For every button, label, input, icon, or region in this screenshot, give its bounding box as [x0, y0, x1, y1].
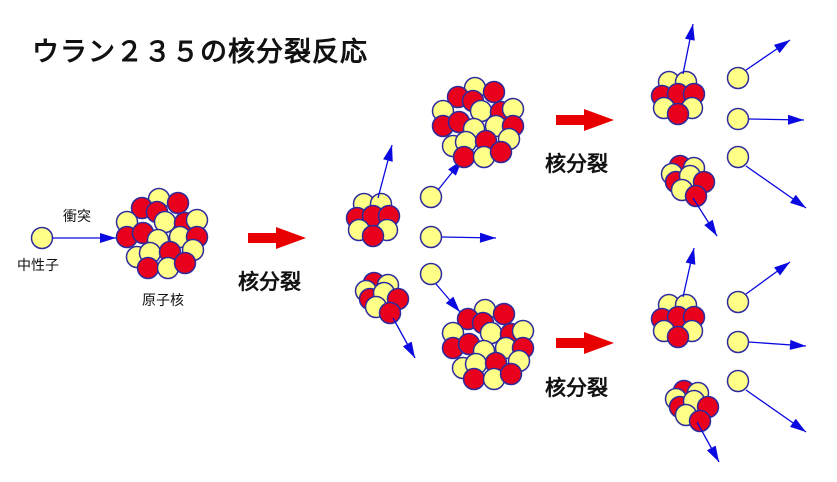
arrow-head-icon	[787, 114, 804, 125]
proton	[666, 102, 690, 126]
reaction-arrow-icon	[556, 332, 614, 354]
proton	[482, 80, 506, 104]
arrow-head-icon	[706, 445, 719, 462]
arrow-head-icon	[685, 248, 696, 265]
neutron	[726, 330, 750, 354]
proton	[452, 145, 476, 169]
neutron	[30, 226, 54, 250]
arrow-head-icon	[790, 418, 806, 432]
reaction-arrow-icon	[556, 109, 614, 131]
neutron-label: 中性子	[17, 258, 59, 274]
arrow-head-icon	[704, 219, 717, 236]
arrow-head-icon	[479, 232, 496, 243]
fission-label-2: 核分裂	[545, 152, 608, 176]
arrow-head-icon	[774, 262, 790, 276]
arrow-head-icon	[789, 339, 806, 350]
proton	[136, 256, 160, 280]
arrow-head-icon	[402, 341, 415, 358]
arrow-head-icon	[790, 194, 806, 208]
proton	[361, 224, 385, 248]
neutron	[726, 66, 750, 90]
proton	[492, 302, 516, 326]
neutron	[726, 107, 750, 131]
proton	[378, 301, 402, 325]
proton	[489, 140, 513, 164]
arrow-head-icon	[445, 296, 460, 312]
proton	[688, 409, 712, 433]
neutron	[726, 145, 750, 169]
arrow-head-icon	[684, 24, 695, 41]
proton	[666, 325, 690, 349]
diagram-title: ウラン２３５の核分裂反応	[32, 37, 368, 68]
arrow-head-icon	[383, 145, 393, 162]
reaction-arrow-icon	[248, 227, 306, 249]
collision-label: 衝突	[63, 209, 91, 225]
arrow-head-icon	[773, 40, 790, 54]
neutron	[419, 225, 443, 249]
fission-label-1: 核分裂	[238, 270, 301, 294]
neutron	[419, 262, 443, 286]
neutron	[726, 369, 750, 393]
proton	[166, 191, 190, 215]
proton	[173, 251, 197, 275]
neutron	[726, 290, 750, 314]
arrow-head-icon	[100, 233, 116, 243]
fission-label-3: 核分裂	[545, 376, 608, 400]
nucleus-label: 原子核	[142, 293, 184, 309]
neutron	[419, 185, 443, 209]
proton	[499, 362, 523, 386]
proton	[462, 367, 486, 391]
proton	[684, 184, 708, 208]
